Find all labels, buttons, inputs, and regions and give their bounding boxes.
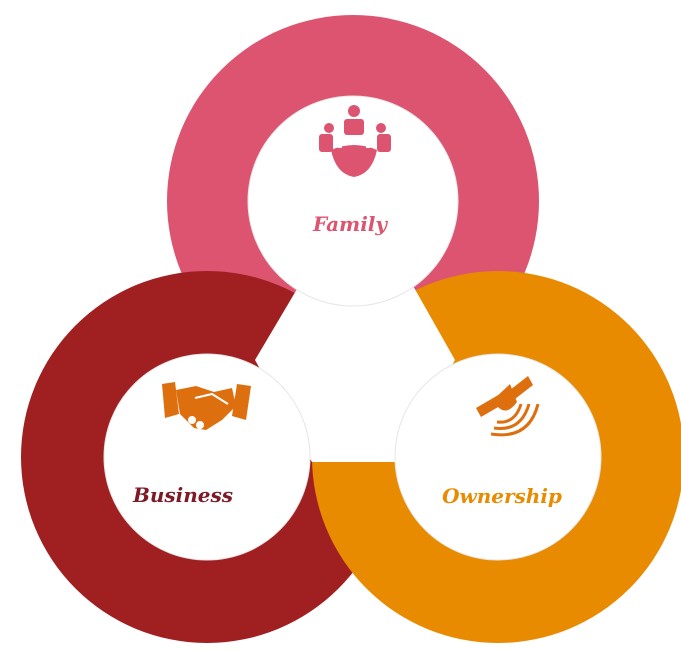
satellite-dish-icon: [476, 376, 540, 437]
business-label: Business: [132, 483, 234, 507]
ownership-label: Ownership: [442, 484, 562, 508]
business-inner-circle: [103, 353, 311, 561]
people-around-table-icon: [319, 105, 391, 177]
handshake-icon: [162, 382, 251, 430]
family-inner-circle: [247, 95, 459, 307]
family-label: Family: [312, 212, 388, 236]
ownership-inner-circle: [394, 353, 602, 561]
